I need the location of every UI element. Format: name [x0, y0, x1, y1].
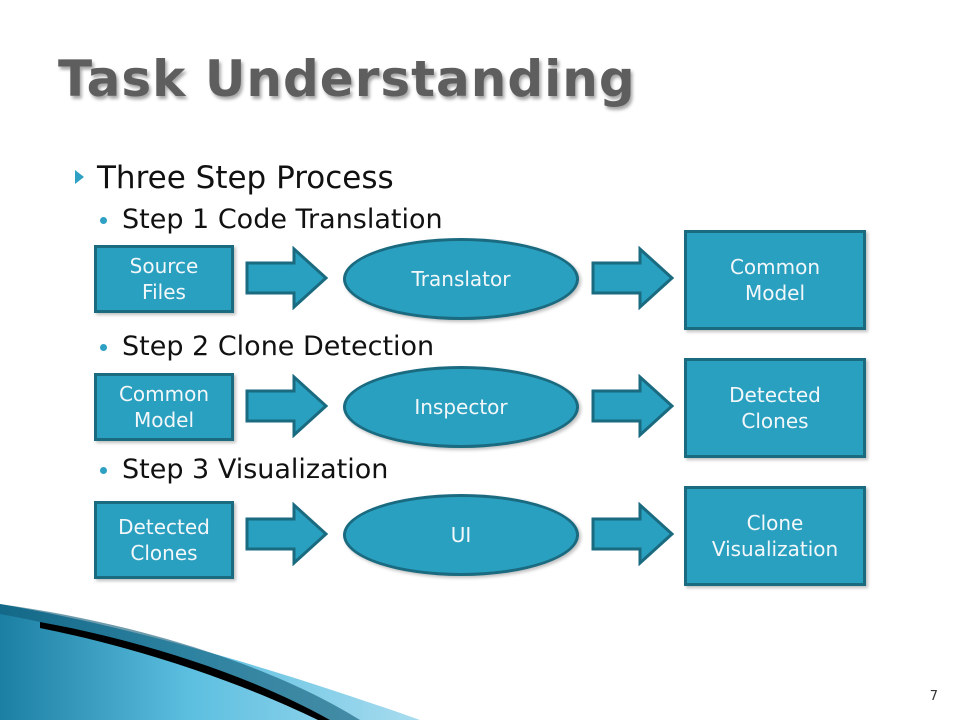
step-3-output-box: Clone Visualization — [684, 486, 866, 586]
dot-bullet-icon — [100, 217, 107, 224]
step-1-label: Step 1 Code Translation — [122, 204, 443, 235]
step-2-input-box: Common Model — [94, 373, 234, 441]
step-2-process-ellipse: Inspector — [343, 366, 579, 448]
step-2-arrow-right-icon — [245, 374, 329, 438]
step-1-process-ellipse: Translator — [343, 238, 579, 320]
step-1-output-text: Common Model — [729, 255, 821, 305]
step-1-input-box: Source Files — [94, 245, 234, 313]
step-1-output-box: Common Model — [684, 230, 866, 330]
step-2-label: Step 2 Clone Detection — [122, 331, 435, 362]
dot-bullet-icon — [100, 344, 107, 351]
step-3-arrow-right-icon — [245, 502, 329, 566]
triangle-bullet-icon — [75, 170, 84, 184]
step-3-input-box: Detected Clones — [94, 501, 234, 579]
step-2-output-box: Detected Clones — [684, 358, 866, 458]
step-1-input-text: Source Files — [129, 254, 199, 304]
dot-bullet-icon — [100, 467, 107, 474]
step-2-process-text: Inspector — [414, 395, 508, 419]
step-3-process-text: UI — [450, 523, 472, 547]
page-number: 7 — [929, 689, 938, 704]
step-3-arrow-right-icon-2 — [591, 502, 675, 566]
step-3-input-text: Detected Clones — [118, 515, 210, 565]
step-1-process-text: Translator — [411, 267, 511, 291]
step-1-arrow-right-icon-2 — [591, 246, 675, 310]
step-3-process-ellipse: UI — [343, 494, 579, 576]
step-3-output-text: Clone Visualization — [711, 511, 839, 561]
main-bullet-text: Three Step Process — [97, 160, 394, 196]
step-2-output-text: Detected Clones — [729, 383, 821, 433]
slide-title: Task Understanding — [58, 50, 636, 108]
step-2-input-text: Common Model — [118, 382, 210, 432]
step-2-arrow-right-icon-2 — [591, 374, 675, 438]
step-3-label: Step 3 Visualization — [122, 454, 389, 485]
step-1-arrow-right-icon — [245, 246, 329, 310]
